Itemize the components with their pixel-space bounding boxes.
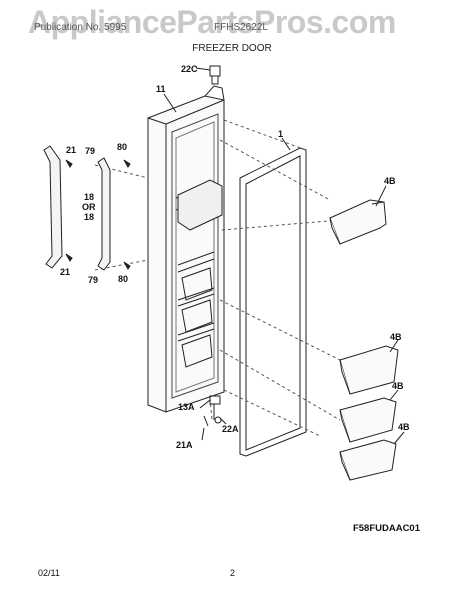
label-4b-2: 4B xyxy=(390,332,402,342)
hinge-pin-top xyxy=(209,65,221,85)
label-13a: 13A xyxy=(178,402,195,412)
label-4b-4: 4B xyxy=(398,422,410,432)
publication-number: Publication No. 5995 xyxy=(34,22,127,33)
label-22a: 22A xyxy=(222,424,239,434)
page-title: FREEZER DOOR xyxy=(192,43,272,54)
diagram-code: F58FUDAAC01 xyxy=(352,523,420,534)
label-4b-3: 4B xyxy=(392,381,404,391)
label-21-top: 21 xyxy=(66,145,76,155)
label-79-top: 79 xyxy=(85,146,95,156)
footer-date: 02/11 xyxy=(38,568,60,578)
door-bins xyxy=(329,199,399,481)
label-11: 11 xyxy=(156,84,166,94)
screws xyxy=(65,159,131,270)
label-79-bottom: 79 xyxy=(88,275,98,285)
model-number: FFHS2622L xyxy=(214,22,268,33)
label-80-top: 80 xyxy=(117,142,127,152)
page-number: 2 xyxy=(230,568,236,578)
label-1: 1 xyxy=(278,129,283,139)
door-gasket xyxy=(239,147,307,457)
label-18-lower: 18 xyxy=(84,212,94,222)
label-21-bottom: 21 xyxy=(60,267,70,277)
label-80-bottom: 80 xyxy=(118,274,128,284)
label-18-upper: 18 xyxy=(84,192,94,202)
door-handle xyxy=(43,145,111,271)
label-21a: 21A xyxy=(176,440,193,450)
watermark: AppliancePartsPros.com xyxy=(28,4,396,40)
bottom-hinge xyxy=(203,395,222,427)
label-or: OR xyxy=(82,202,96,212)
door-panel xyxy=(147,85,225,413)
label-22c: 22C xyxy=(181,64,198,74)
label-4b-1: 4B xyxy=(384,176,396,186)
